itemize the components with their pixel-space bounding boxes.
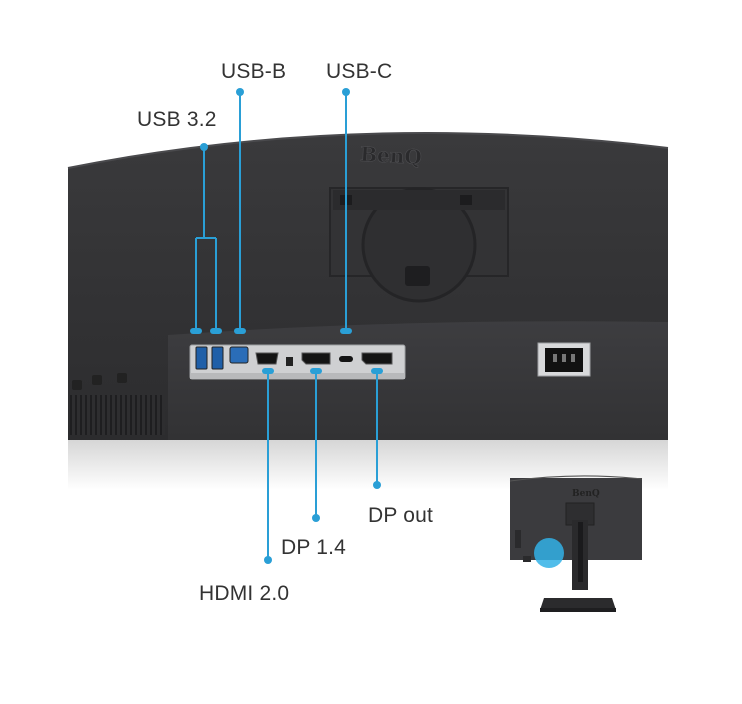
- control-button: [92, 375, 102, 385]
- label-usb-32: USB 3.2: [137, 108, 217, 131]
- mount-circle: [361, 187, 477, 303]
- label-dp-14: DP 1.4: [281, 536, 347, 559]
- label-hdmi-20: HDMI 2.0: [199, 582, 290, 605]
- label-usb-c: USB-C: [326, 60, 393, 83]
- brand-logo: BenQ: [360, 142, 423, 169]
- control-button: [117, 373, 127, 383]
- port-markers: [190, 328, 383, 374]
- usb-a-port: [211, 346, 224, 370]
- usb-c-port: [339, 356, 353, 362]
- side-vent: [70, 395, 165, 435]
- label-usb-b: USB-B: [221, 60, 287, 83]
- callout-lines: [195, 92, 378, 560]
- svg-text:BenQ: BenQ: [572, 489, 600, 499]
- highlight-circle: [534, 538, 564, 568]
- dp-port: [301, 352, 331, 365]
- inset-monitor-thumbnail: BenQ: [509, 475, 643, 612]
- dp-out-port: [361, 352, 393, 365]
- usb-b-port: [229, 346, 249, 364]
- control-button: [72, 380, 82, 390]
- label-dp-out: DP out: [368, 504, 434, 527]
- callout-dots: [200, 88, 381, 564]
- usb-a-port: [195, 346, 208, 370]
- io-section: [168, 321, 668, 440]
- hdmi-port: [255, 352, 279, 365]
